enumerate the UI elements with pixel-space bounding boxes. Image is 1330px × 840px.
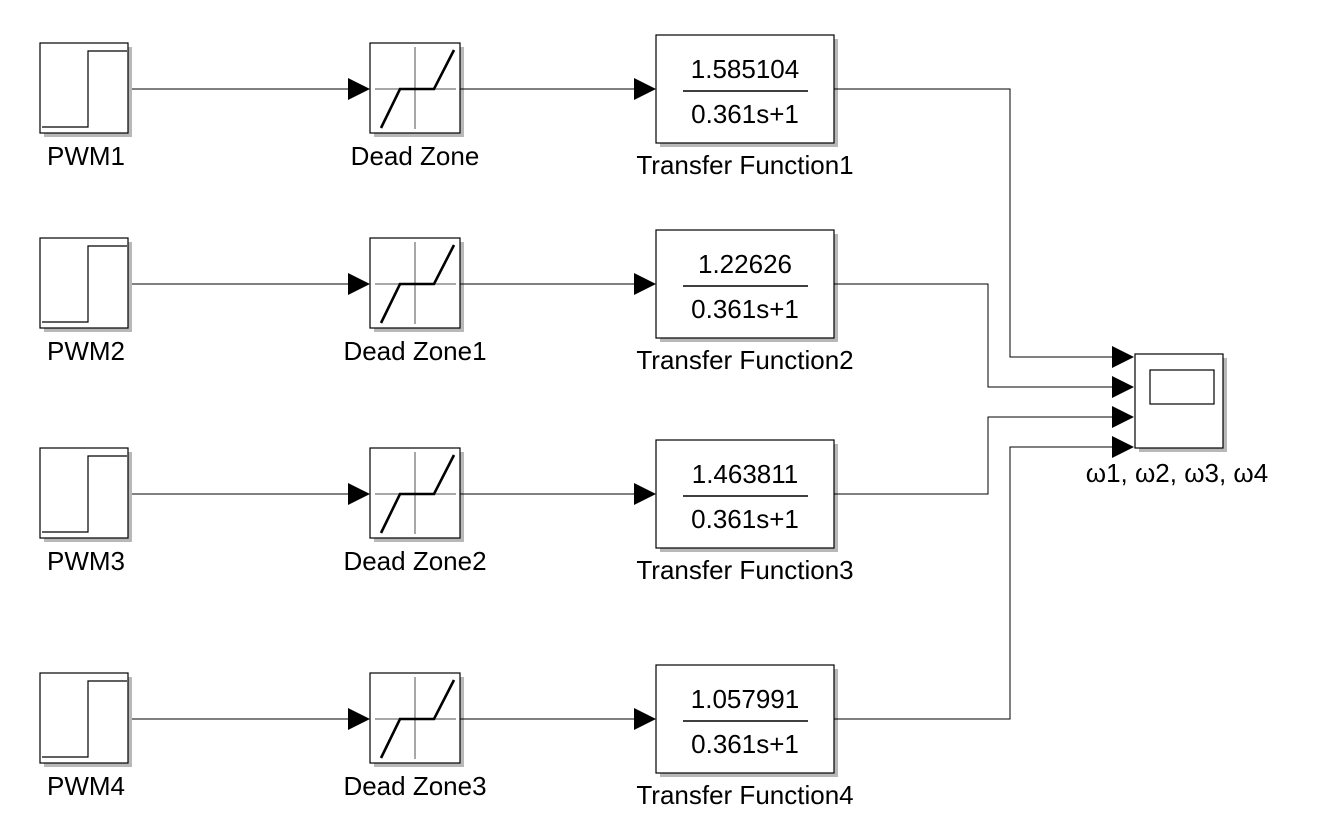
transfer-function-label: Transfer Function4 (636, 780, 853, 810)
step-signal-icon (42, 455, 127, 533)
pwm-source-block[interactable]: PWM2 (39, 237, 132, 366)
tf-denominator: 0.361s+1 (691, 294, 799, 324)
scope-input-arrowhead (1112, 436, 1134, 458)
pwm-source-block[interactable]: PWM3 (39, 447, 132, 576)
step-signal-icon (42, 50, 127, 128)
step-signal-icon (42, 245, 127, 323)
tf-denominator: 0.361s+1 (691, 99, 799, 129)
dead-zone-block[interactable]: Dead Zone2 (343, 447, 487, 576)
scope-input-arrowhead (1112, 346, 1134, 368)
scope-input-arrowhead (1112, 406, 1134, 428)
tf-denominator: 0.361s+1 (691, 504, 799, 534)
tf-denominator: 0.361s+1 (691, 729, 799, 759)
scope-input-arrowhead (1112, 376, 1134, 398)
wire-arrowhead (348, 273, 370, 295)
transfer-function-label: Transfer Function1 (636, 150, 853, 180)
wire-arrowhead (634, 708, 656, 730)
dead-zone-block[interactable]: Dead Zone (351, 42, 480, 171)
scope-screen-icon (1149, 369, 1215, 405)
transfer-function-label: Transfer Function2 (636, 345, 853, 375)
dead-zone-characteristic-icon (375, 47, 456, 129)
wire-arrowhead (634, 273, 656, 295)
dead-zone-characteristic-icon (375, 677, 456, 759)
dead-zone-block[interactable]: Dead Zone1 (343, 237, 487, 366)
pwm-source-label: PWM4 (47, 771, 125, 801)
pwm-source-label: PWM3 (47, 546, 125, 576)
wire-arrowhead (634, 483, 656, 505)
scope-block[interactable]: ω1, ω2, ω3, ω4 (1086, 353, 1268, 488)
signal-wire (834, 283, 1112, 388)
tf-numerator: 1.463811 (692, 459, 799, 489)
dead-zone-label: Dead Zone2 (343, 546, 486, 576)
wire-arrowhead (348, 483, 370, 505)
dead-zone-label: Dead Zone1 (343, 336, 486, 366)
dead-zone-characteristic-icon (375, 242, 456, 324)
step-signal-icon (42, 680, 127, 758)
dead-zone-label: Dead Zone3 (343, 771, 486, 801)
signal-wire (834, 446, 1112, 720)
signal-wire (834, 88, 1112, 358)
dead-zone-block[interactable]: Dead Zone3 (343, 672, 487, 801)
dead-zone-characteristic-icon (375, 452, 456, 534)
tf-numerator: 1.585104 (691, 54, 799, 84)
wire-arrowhead (348, 78, 370, 100)
scope-label: ω1, ω2, ω3, ω4 (1086, 458, 1268, 488)
wire-arrowhead (634, 78, 656, 100)
dead-zone-label: Dead Zone (351, 141, 480, 171)
pwm-source-label: PWM2 (47, 336, 125, 366)
pwm-source-block[interactable]: PWM1 (39, 42, 132, 171)
tf-numerator: 1.22626 (698, 249, 792, 279)
tf-numerator: 1.057991 (691, 684, 799, 714)
wire-arrowhead (348, 708, 370, 730)
signal-wire (834, 416, 1112, 495)
pwm-source-block[interactable]: PWM4 (39, 672, 132, 801)
transfer-function-label: Transfer Function3 (636, 555, 853, 585)
pwm-source-label: PWM1 (47, 141, 125, 171)
